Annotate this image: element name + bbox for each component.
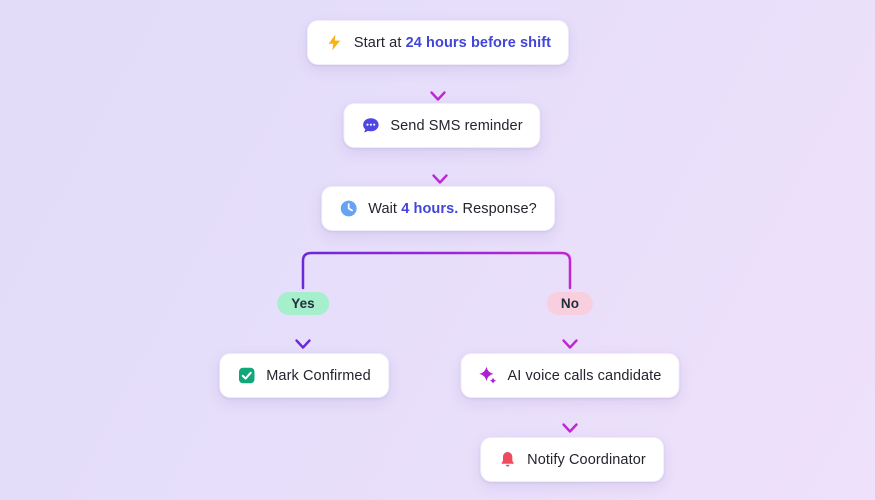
node-send-sms-label: Send SMS reminder — [390, 117, 523, 134]
bolt-icon — [325, 33, 344, 52]
yes-badge-label: Yes — [291, 296, 315, 311]
chat-bubble-icon — [361, 116, 380, 135]
node-wait[interactable]: Wait 4 hours. Response? — [321, 186, 555, 231]
connector-sms-to-wait — [432, 148, 448, 184]
no-badge-label: No — [560, 296, 580, 311]
node-mark-confirmed-label: Mark Confirmed — [266, 367, 371, 384]
bell-icon — [498, 450, 517, 469]
connector-no-to-ai — [562, 317, 578, 349]
checkbox-checked-icon — [237, 366, 256, 385]
node-mark-confirmed[interactable]: Mark Confirmed — [219, 353, 389, 398]
node-ai-voice-label: AI voice calls candidate — [507, 367, 662, 384]
node-start-label: Start at 24 hours before shift — [353, 34, 552, 51]
no-badge: No — [546, 292, 594, 315]
connector-start-to-sms — [430, 65, 446, 101]
connector-yes-to-confirm — [295, 317, 311, 349]
connector-branch-split — [301, 227, 572, 290]
node-wait-label: Wait 4 hours. Response? — [368, 200, 537, 217]
clock-icon — [339, 199, 358, 218]
node-ai-voice[interactable]: AI voice calls candidate — [460, 353, 680, 398]
node-notify-coordinator-label: Notify Coordinator — [527, 451, 646, 468]
yes-badge: Yes — [277, 292, 329, 315]
connector-ai-to-notify — [562, 396, 578, 433]
node-notify-coordinator[interactable]: Notify Coordinator — [480, 437, 664, 482]
node-send-sms[interactable]: Send SMS reminder — [343, 103, 541, 148]
sparkles-icon — [479, 366, 498, 385]
node-start[interactable]: Start at 24 hours before shift — [306, 20, 570, 65]
